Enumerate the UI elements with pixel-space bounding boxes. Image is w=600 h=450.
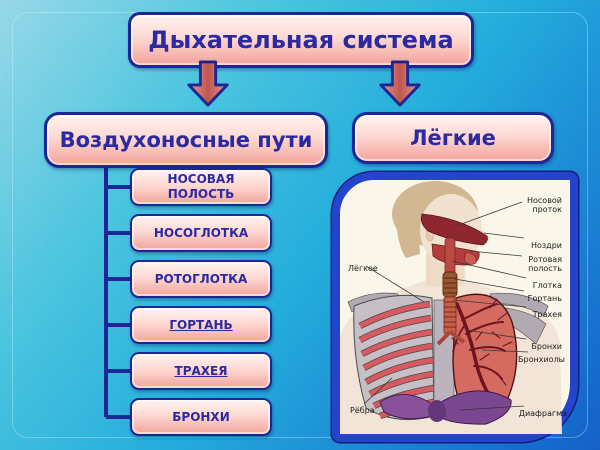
airway-item-label: РОТОГЛОТКА [154, 271, 248, 286]
branch-box-lungs: Лёгкие [352, 112, 554, 164]
branch-box-airways: Воздухоносные пути [44, 112, 328, 168]
label-lung: Лёгкое [348, 264, 378, 273]
label-oral-cavity: Ротовая полость [528, 255, 562, 274]
airway-item-larynx-link[interactable]: ГОРТАНЬ [130, 306, 272, 344]
label-bronchi: Бронхи [531, 342, 562, 351]
page-title: Дыхательная система [148, 26, 454, 54]
label-pharynx: Глотка [532, 281, 562, 290]
label-nasal-duct: Носовой проток [526, 196, 562, 215]
airway-item-trachea-link[interactable]: ТРАХЕЯ [130, 352, 272, 390]
label-larynx: Гортань [527, 294, 562, 303]
airway-item-oropharynx: РОТОГЛОТКА [130, 260, 272, 298]
title-box: Дыхательная система [128, 12, 474, 68]
label-bronchioles: Бронхиолы [518, 355, 565, 364]
label-ribs: Рёбра [350, 406, 375, 415]
airway-item-label: НОСОГЛОТКА [153, 225, 249, 240]
airway-item-nasopharynx: НОСОГЛОТКА [130, 214, 272, 252]
airway-item-label: БРОНХИ [172, 409, 230, 424]
airway-item-bronchi: БРОНХИ [130, 398, 272, 436]
airway-item-label: ТРАХЕЯ [174, 363, 228, 378]
airway-item-label: НОСОВАЯ ПОЛОСТЬ [167, 172, 235, 201]
airway-item-nasal-cavity: НОСОВАЯ ПОЛОСТЬ [130, 168, 272, 206]
down-arrow-icon [187, 60, 229, 107]
anatomy-illustration [340, 181, 562, 434]
label-diaphragm: Диафрагма [518, 409, 567, 418]
label-trachea: Трахея [532, 310, 562, 319]
label-nostrils: Ноздри [531, 241, 562, 250]
down-arrow-icon [379, 60, 421, 107]
airway-item-label: ГОРТАНЬ [169, 317, 233, 332]
branch-lungs-label: Лёгкие [410, 126, 496, 150]
anatomy-panel: Носовой проток Ноздри Ротовая полость Гл… [332, 172, 578, 442]
branch-airways-label: Воздухоносные пути [59, 128, 313, 152]
